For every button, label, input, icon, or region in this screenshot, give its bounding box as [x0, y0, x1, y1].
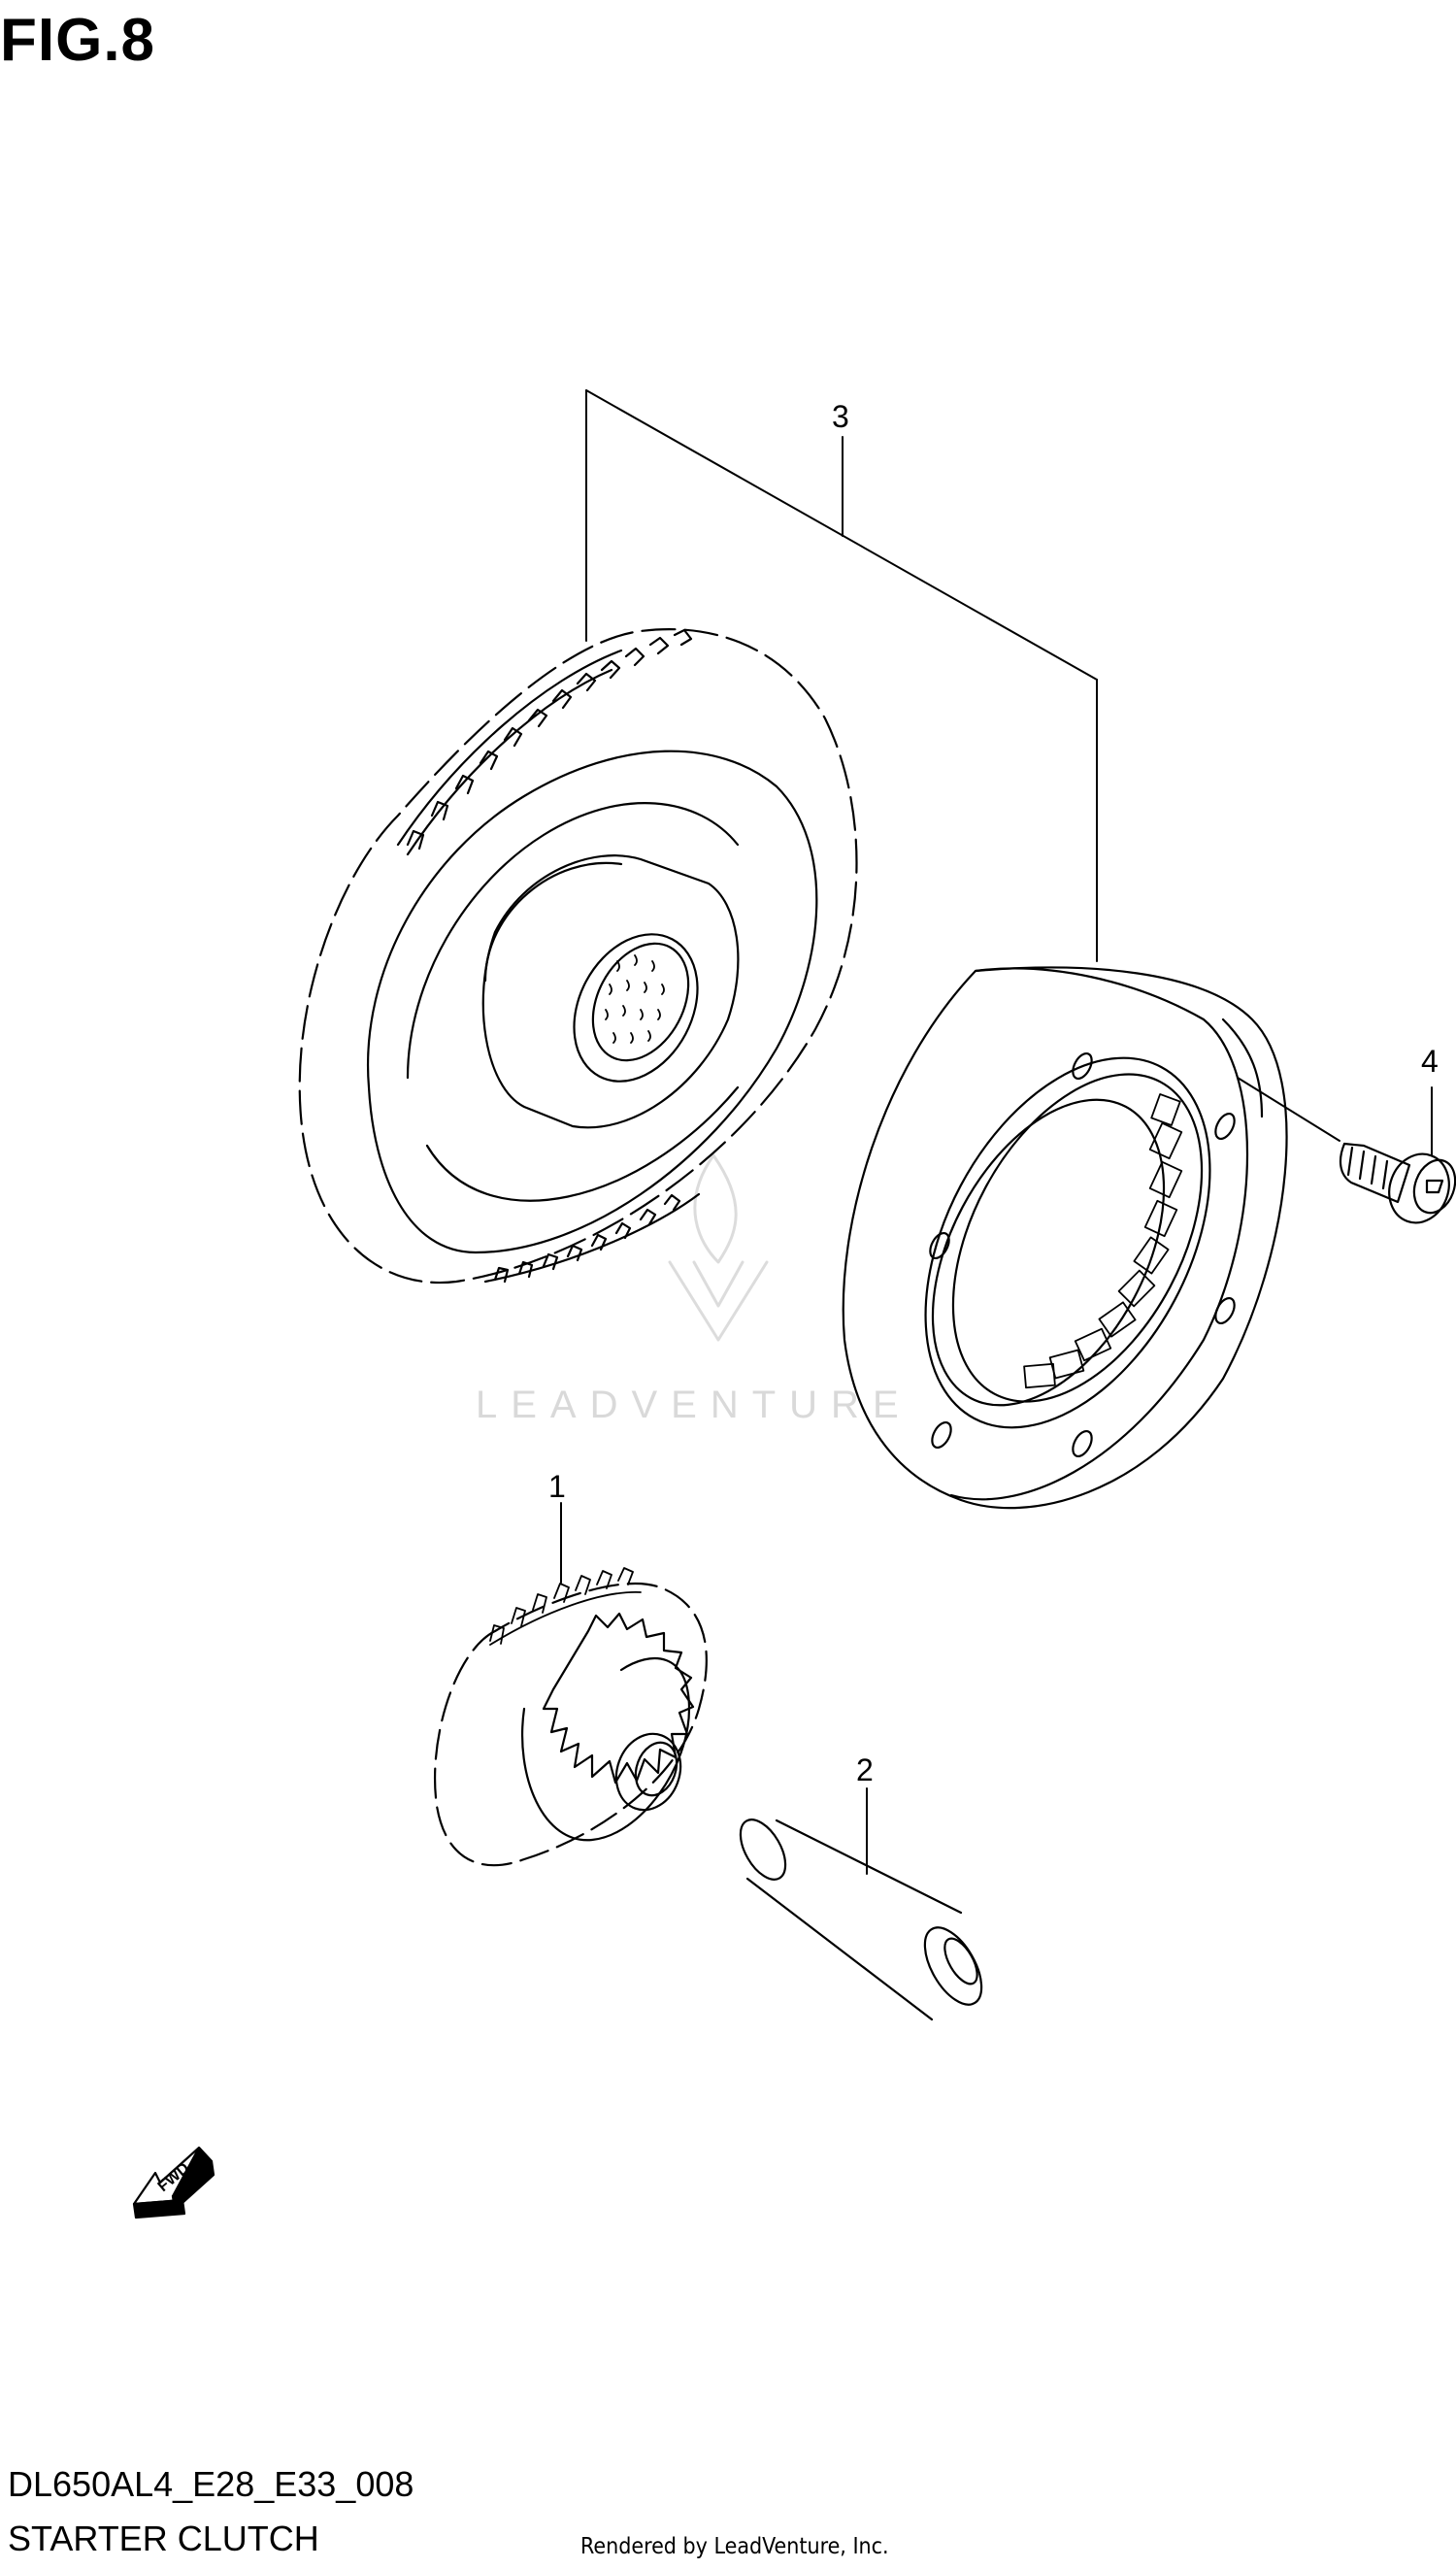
starter-idle-gear [433, 1502, 708, 1867]
bolt [1237, 1077, 1456, 1224]
shaft [739, 1787, 983, 2021]
hub-splines [605, 954, 665, 1044]
gear-teeth-lower [493, 1193, 681, 1284]
callout-3-leader [585, 389, 1098, 962]
figure-title: FIG.8 [0, 7, 156, 74]
callout-4: 4 [1421, 1044, 1439, 1079]
callout-1: 1 [548, 1469, 566, 1504]
gear-teeth-upper [406, 628, 693, 851]
diagram-name-label: STARTER CLUTCH [8, 2519, 319, 2558]
callout-2: 2 [856, 1752, 874, 1787]
model-code: DL650AL4_E28_E33_008 [8, 2464, 414, 2504]
mounting-holes [929, 1051, 1236, 1458]
fwd-direction-arrow: FWD [132, 2146, 215, 2219]
watermark-text: LEADVENTURE [476, 1384, 912, 1426]
starter-clutch-gear [298, 628, 858, 1284]
watermark-logo [668, 1153, 769, 1342]
callout-3: 3 [832, 399, 849, 434]
one-way-clutch [842, 966, 1288, 1510]
render-credit: Rendered by LeadVenture, Inc. [580, 2534, 889, 2559]
clutch-rollers [1023, 1093, 1183, 1389]
idle-gear-teeth [489, 1567, 642, 1646]
